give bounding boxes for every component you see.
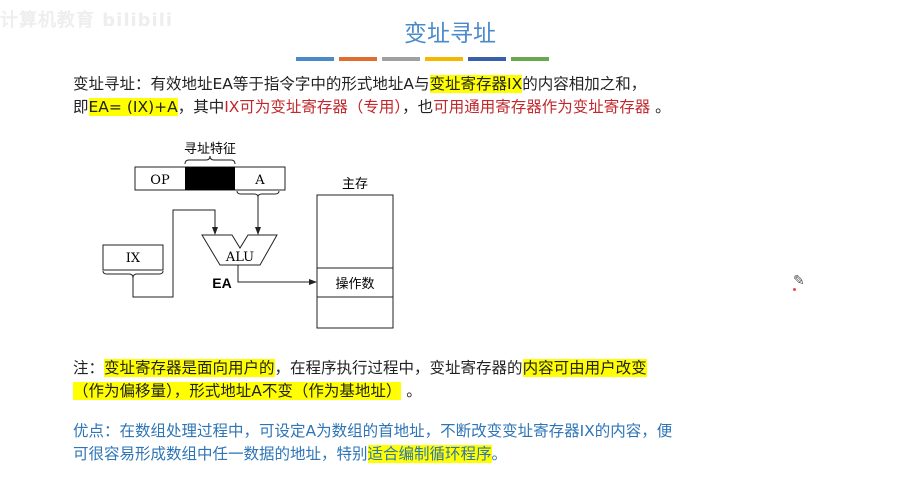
slide-title: 变址寻址 bbox=[404, 21, 496, 47]
brace bbox=[236, 190, 280, 198]
highlight: 变址寄存器是面向用户的 bbox=[104, 359, 275, 377]
red-text: IX可为变址寄存器（专用） bbox=[224, 98, 403, 116]
feature-field bbox=[185, 167, 235, 190]
watermark: 计算机教育 bilibili bbox=[0, 10, 174, 31]
text: 注： bbox=[73, 359, 105, 377]
ea-label: EA bbox=[212, 275, 231, 291]
bar bbox=[425, 57, 463, 61]
text: ，在程序执行过程中， bbox=[274, 359, 430, 377]
highlight: EA= (IX)+A bbox=[88, 98, 178, 116]
laser-dot bbox=[793, 288, 796, 291]
brace bbox=[184, 155, 236, 165]
bar bbox=[296, 57, 334, 61]
text: 变址寄存器的 bbox=[429, 359, 523, 377]
ix-register bbox=[102, 244, 164, 271]
text: ，也 bbox=[402, 98, 434, 116]
bar bbox=[382, 57, 420, 61]
highlight: （作为偏移量），形式地址A不变（作为基地址） bbox=[73, 382, 402, 400]
text: 。 bbox=[491, 445, 508, 463]
highlight: 适合编制循环程序 bbox=[367, 445, 492, 463]
bar bbox=[511, 57, 549, 61]
alu bbox=[201, 234, 278, 266]
memory-label: 主存 bbox=[342, 177, 368, 192]
advantage-line-2: 可很容易形成数组中任一数据的地址，特别适合编制循环程序。 bbox=[73, 443, 507, 466]
ea-path bbox=[237, 265, 317, 285]
alu-label: ALU bbox=[225, 250, 254, 265]
title-underline-bars bbox=[296, 57, 549, 61]
note-line-1: 注：变址寄存器是面向用户的，在程序执行过程中，变址寄存器的内容可由用户改变 bbox=[73, 357, 647, 380]
brace bbox=[102, 270, 164, 279]
ix-label: IX bbox=[126, 251, 141, 266]
text: 的内容相加之和， bbox=[522, 75, 647, 93]
bar bbox=[339, 57, 377, 61]
main-memory bbox=[316, 194, 394, 329]
definition-line-1: 变址寻址：有效地址EA等于指令字中的形式地址A与变址寄存器IX的内容相加之和， bbox=[73, 73, 646, 96]
operand-cell: 操作数 bbox=[335, 276, 374, 292]
note-line-2: （作为偏移量），形式地址A不变（作为基地址） 。 bbox=[73, 380, 422, 403]
text: ，其中 bbox=[177, 98, 225, 116]
text: 。 bbox=[401, 382, 422, 400]
highlight: 变址寄存器IX bbox=[429, 75, 523, 93]
definition-line-2: 即EA= (IX)+A，其中IX可为变址寄存器（专用），也可用通用寄存器作为变址… bbox=[73, 96, 671, 119]
text: 变址寻址：有效地址EA等于指令字中的形式地址A与 bbox=[73, 75, 430, 93]
feature-label: 寻址特征 bbox=[184, 142, 236, 157]
advantage-line-1: 优点：在数组处理过程中，可设定A为数组的首地址，不断改变变址寄存器IX的内容，便 bbox=[73, 422, 673, 440]
bar bbox=[468, 57, 506, 61]
text: 可很容易形成数组中任一数据的地址，特别 bbox=[73, 445, 368, 463]
op-field: OP bbox=[150, 173, 170, 188]
text: 。 bbox=[650, 98, 671, 116]
text: 即 bbox=[73, 98, 89, 116]
a-field: A bbox=[254, 173, 265, 188]
highlight: 内容可由用户改变 bbox=[522, 359, 647, 377]
ix-path bbox=[132, 209, 218, 298]
pen-cursor-icon: ✎ bbox=[793, 273, 805, 289]
red-text: 可用通用寄存器作为变址寄存器 bbox=[433, 98, 651, 116]
